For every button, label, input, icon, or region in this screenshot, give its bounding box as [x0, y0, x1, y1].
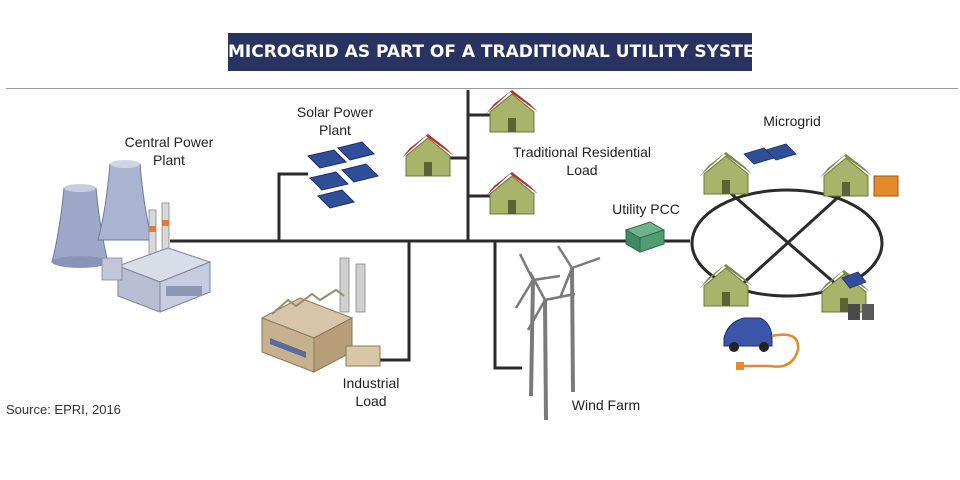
diagram-title: MICROGRID AS PART OF A TRADITIONAL UTILI… [228, 33, 752, 71]
microgrid-cross-2 [725, 188, 848, 300]
turbine-3-blades [526, 271, 576, 331]
factory-stack-1 [339, 257, 350, 313]
solar-panel-1 [307, 149, 347, 169]
label-wind-farm: Wind Farm [571, 397, 641, 413]
solar-feeder-line [277, 172, 308, 241]
factory-windows [270, 338, 306, 358]
label-line: Plant [153, 152, 185, 168]
label-line: Plant [319, 122, 351, 138]
microgrid-house-top-left [700, 143, 797, 195]
turbine-3-tower [543, 299, 548, 421]
charging-cable [742, 333, 800, 368]
label-traditional-residential-load: Traditional Residential Load [494, 143, 670, 179]
turbine-1-blades [514, 253, 561, 309]
solar-power-plant [307, 141, 379, 209]
electric-vehicle-icon [723, 317, 800, 370]
cooling-tower-left-base [52, 256, 108, 268]
solar-panel-2 [337, 141, 375, 161]
microgrid-solar-panels [743, 143, 797, 165]
cooling-tower-right [97, 163, 153, 241]
plant-annex [101, 257, 123, 281]
cooling-tower-right-top [110, 160, 140, 168]
label-solar-power-plant: Solar Power Plant [270, 103, 400, 139]
label-utility-pcc: Utility PCC [612, 201, 680, 217]
industrial-feeder-line [380, 241, 411, 362]
label-line: Traditional Residential [513, 144, 651, 160]
generator-icon [873, 175, 899, 197]
label-central-power-plant: Central Power Plant [104, 133, 234, 169]
charging-plug [736, 362, 744, 370]
utility-pcc-switch [624, 221, 666, 253]
industrial-load [260, 257, 381, 373]
source-note: Source: EPRI, 2016 [6, 402, 121, 417]
label-line: Solar Power [296, 104, 374, 120]
factory-sawtooth [271, 288, 345, 315]
title-rule [6, 88, 958, 89]
stack-1-band [149, 226, 156, 232]
wind-feeder-line [493, 241, 522, 370]
grid-lines [170, 90, 884, 370]
house-res-1 [486, 90, 538, 133]
central-power-plant [51, 160, 212, 313]
factory-stack-2 [355, 263, 366, 313]
label-line: Load [355, 393, 387, 409]
stack-2 [161, 202, 170, 256]
cooling-tower-left-top [64, 184, 96, 192]
solar-panel-5 [317, 189, 355, 209]
roof-solar-panel [841, 271, 867, 289]
turbine-2-tower [570, 267, 575, 393]
microgrid-house-top-right [820, 154, 899, 197]
label-microgrid: Microgrid [763, 113, 821, 129]
solar-panel-4 [341, 163, 379, 183]
stack-2-band [162, 220, 169, 226]
label-line: Industrial [342, 375, 400, 391]
plant-vents [166, 286, 202, 296]
microgrid-house-bottom-right [818, 270, 874, 320]
battery-icon-2 [862, 304, 874, 320]
turbine-1-tower [529, 279, 535, 397]
label-line: Central Power [124, 134, 214, 150]
cooling-tower-left [51, 187, 109, 263]
wind-farm [514, 245, 601, 421]
house-res-3 [486, 172, 538, 215]
turbine-2-blades [556, 245, 601, 299]
solar-panel-3 [309, 171, 349, 191]
house-res-2 [402, 134, 454, 177]
microgrid-house-bottom-left [700, 264, 752, 307]
microgrid-ring [690, 188, 884, 298]
factory-annex [345, 345, 381, 367]
battery-icon-1 [848, 304, 860, 320]
stack-1 [148, 209, 157, 256]
label-industrial-load: Industrial Load [316, 374, 426, 410]
label-line: Load [566, 162, 598, 178]
